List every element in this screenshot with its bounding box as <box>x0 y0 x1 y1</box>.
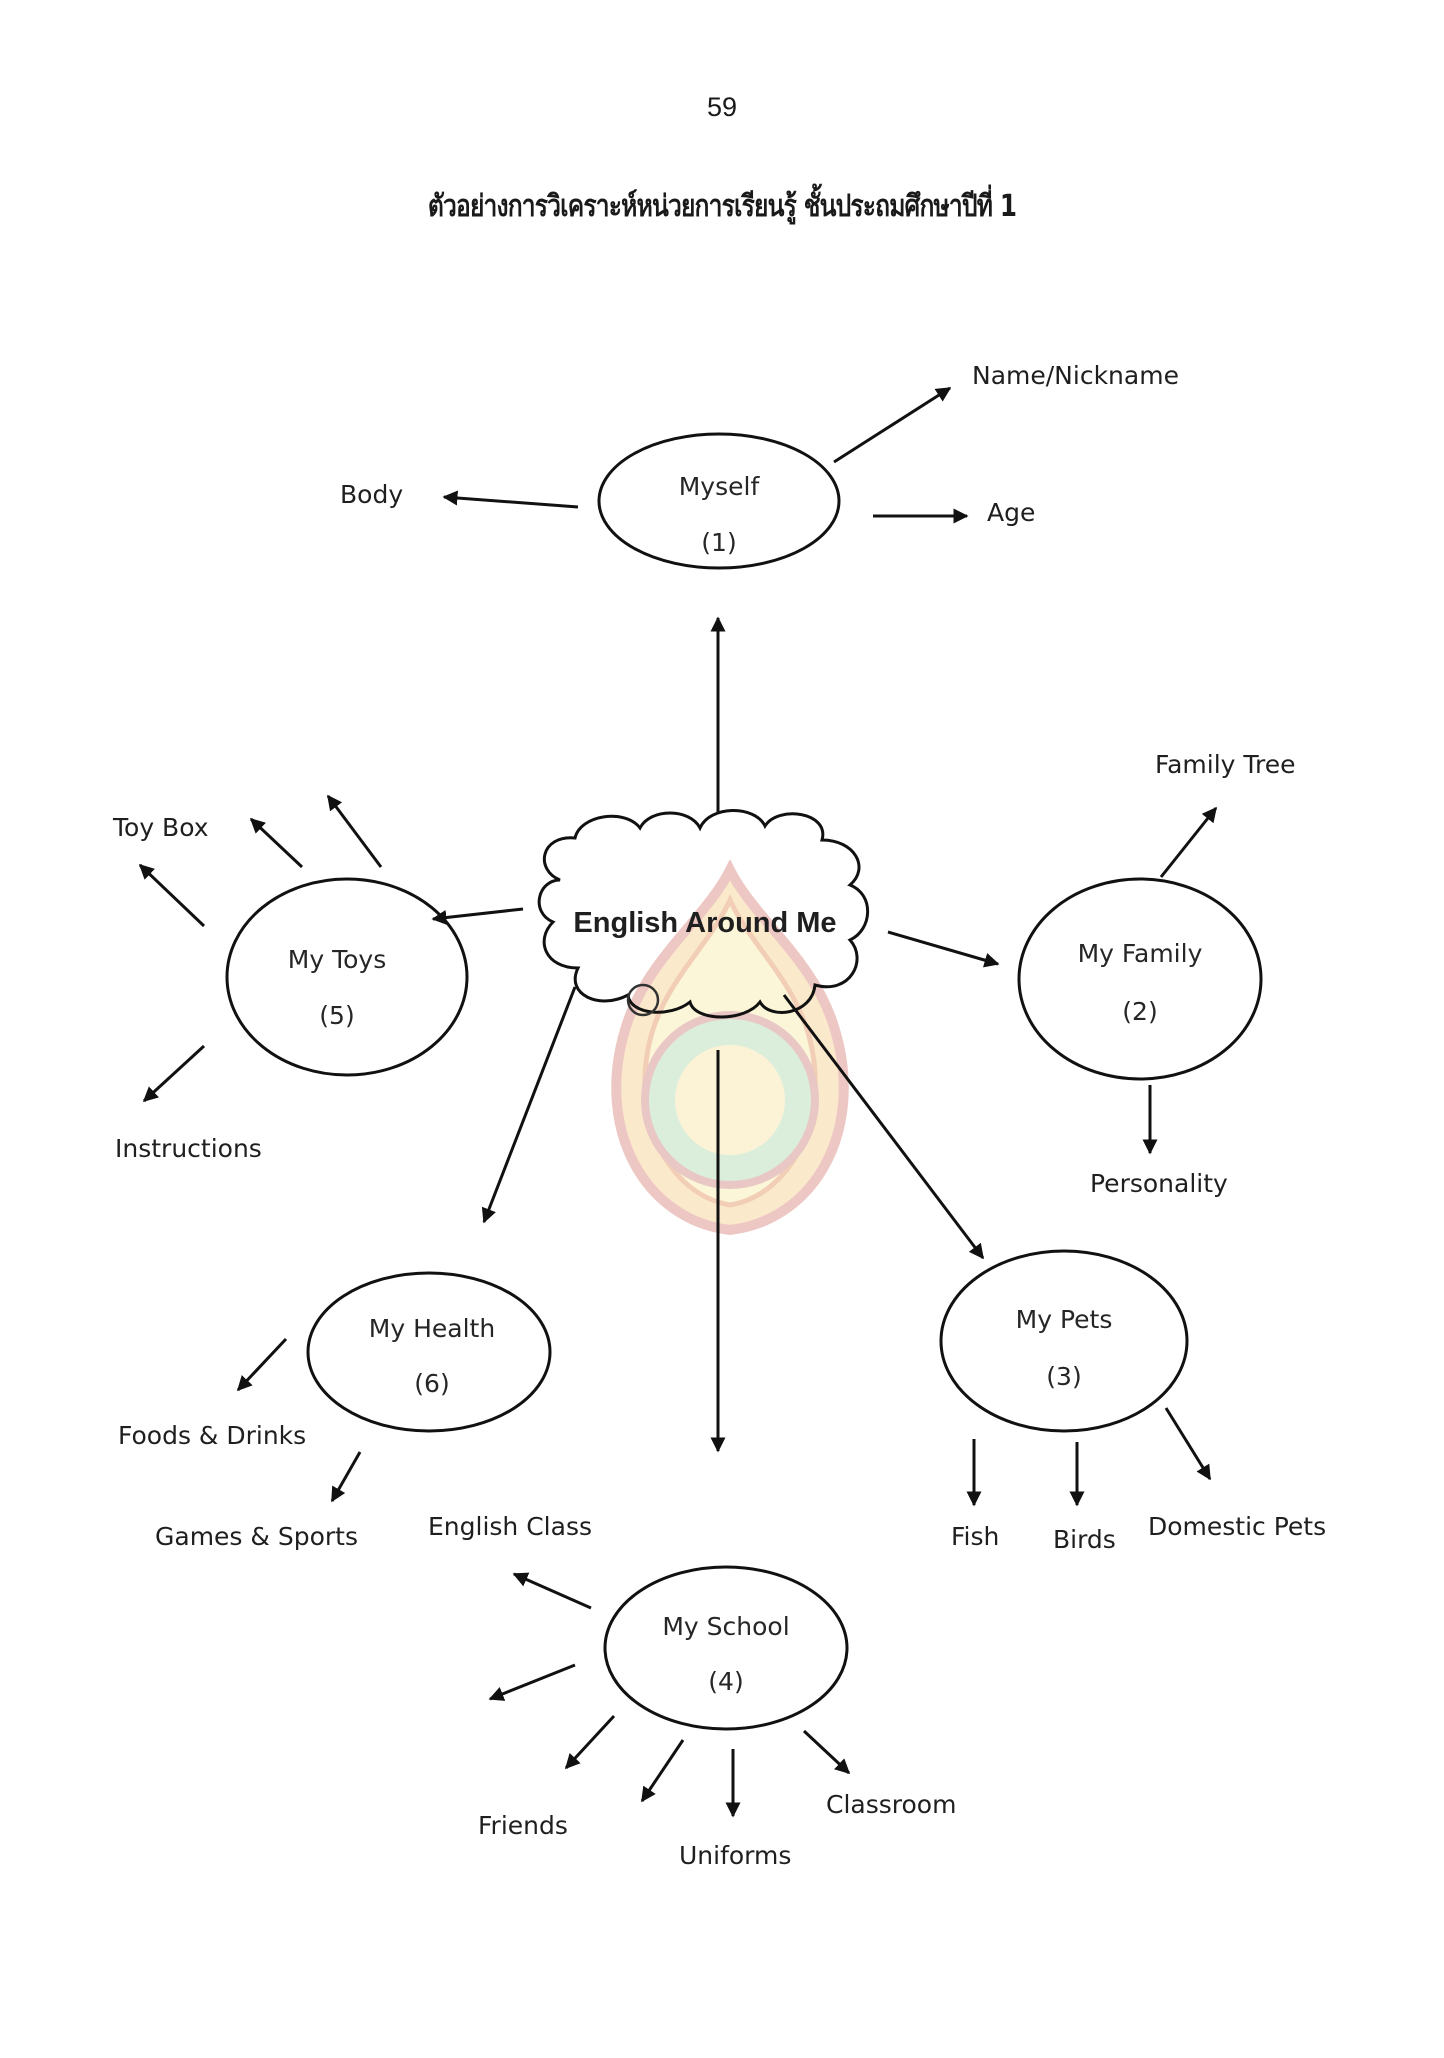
arrow-to-friends <box>564 1714 616 1770</box>
unit-ellipse <box>306 1271 552 1433</box>
unit-my-family: My Family (2) Family Tree Personality <box>1017 750 1295 1198</box>
arrow-to-my-pets <box>782 994 985 1260</box>
unit-number: (2) <box>1122 997 1157 1026</box>
arrow-to-my-toys <box>431 907 524 925</box>
arrow-unlabeled <box>640 1739 685 1803</box>
unit-number: (4) <box>708 1667 743 1696</box>
arrow-to-my-family <box>887 930 1000 968</box>
cloud-bubble-icon <box>626 983 660 1017</box>
unit-ellipse <box>603 1565 849 1731</box>
arrow-unlabeled <box>326 794 383 868</box>
unit-my-health: My Health (6) Foods & Drinks Games & Spo… <box>118 1271 552 1551</box>
arrow-to-domestic-pets <box>1164 1407 1212 1481</box>
unit-ellipse <box>225 877 469 1077</box>
subtopic-label: Instructions <box>115 1134 262 1163</box>
subtopic-label: Body <box>340 480 403 509</box>
arrow-to-body <box>442 490 579 509</box>
unit-my-toys: My Toys (5) Toy Box Instructions <box>112 794 469 1163</box>
subtopic-label: Games & Sports <box>155 1522 358 1551</box>
arrow-to-english-class <box>512 1572 592 1610</box>
page-number: 59 <box>706 92 738 122</box>
unit-number: (6) <box>414 1369 449 1398</box>
subtopic-label: Classroom <box>826 1790 956 1819</box>
unit-number: (3) <box>1046 1362 1081 1391</box>
unit-my-pets: My Pets (3) Fish Birds Domestic Pets <box>939 1249 1326 1554</box>
unit-title: My Pets <box>1016 1305 1113 1334</box>
page-title: ตัวอย่างการวิเคราะห์หน่วยการเรียนรู้ ชั้… <box>427 189 1017 224</box>
subtopic-label: Foods & Drinks <box>118 1421 306 1450</box>
unit-my-school: My School (4) English Class Friends Unif… <box>428 1512 956 1870</box>
arrow-to-name <box>833 386 952 464</box>
unit-number: (1) <box>701 528 736 557</box>
subtopic-label: Personality <box>1090 1169 1228 1198</box>
center-arrows <box>431 616 1000 1453</box>
subtopic-label: Toy Box <box>112 813 209 842</box>
unit-ellipse <box>597 432 841 570</box>
arrow-to-classroom <box>802 1729 851 1775</box>
center-topic: English Around Me <box>573 907 836 939</box>
unit-ellipse <box>1017 877 1263 1081</box>
unit-title: My School <box>662 1612 789 1641</box>
unit-title: Myself <box>679 472 761 501</box>
unit-myself: Myself (1) Name/Nickname Body Age <box>340 361 1179 570</box>
arrow-to-instructions <box>142 1044 206 1103</box>
unit-title: My Toys <box>288 945 386 974</box>
unit-title: My Family <box>1078 939 1203 968</box>
arrow-unlabeled <box>488 1663 576 1701</box>
subtopic-label: Family Tree <box>1155 750 1295 779</box>
cloud-outline <box>537 809 870 1019</box>
arrow-to-my-health <box>481 986 577 1224</box>
arrow-to-games-sports <box>330 1451 362 1503</box>
arrow-to-toy-box <box>138 863 206 928</box>
arrow-to-family-tree <box>1159 806 1218 878</box>
subtopic-label: Birds <box>1053 1525 1116 1554</box>
unit-title: My Health <box>369 1314 495 1343</box>
unit-number: (5) <box>319 1001 354 1030</box>
subtopic-label: Age <box>987 498 1035 527</box>
unit-ellipse <box>939 1249 1189 1433</box>
subtopic-label: Fish <box>951 1522 999 1551</box>
subtopic-label: Domestic Pets <box>1148 1512 1326 1541</box>
subtopic-label: Uniforms <box>679 1841 791 1870</box>
center-cloud: English Around Me <box>537 809 870 1019</box>
subtopic-label: English Class <box>428 1512 592 1541</box>
subtopic-label: Name/Nickname <box>972 361 1179 390</box>
subtopic-label: Friends <box>478 1811 568 1840</box>
arrow-unlabeled <box>249 817 304 869</box>
arrow-to-foods-drinks <box>236 1337 288 1392</box>
